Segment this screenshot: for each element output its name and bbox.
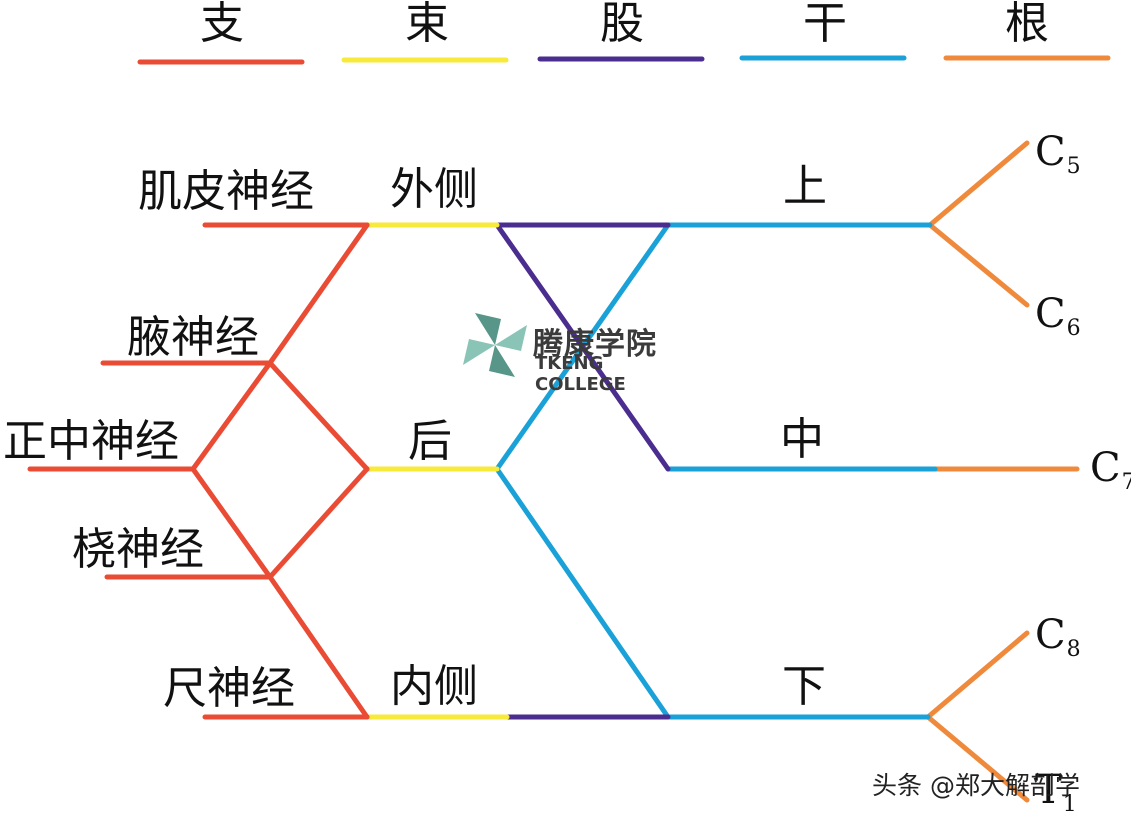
- trunk-label-upper: 上: [783, 161, 827, 212]
- watermark-chinese-text: 腾康学院: [533, 327, 657, 362]
- root-label-c6: C6: [1035, 291, 1081, 341]
- roots-lines: [925, 140, 1080, 803]
- branch-label-axillary: 腋神经: [127, 312, 259, 363]
- cords-lines: [364, 222, 510, 720]
- branch-label-radial: 桡神经: [72, 524, 204, 575]
- branch-label-musculocutaneous: 肌皮神经: [138, 166, 314, 217]
- root-label-c7: C7: [1090, 445, 1131, 495]
- branch-label-median: 正中神经: [3, 416, 179, 467]
- watermark-pinwheel-icon: [463, 313, 527, 377]
- watermark-logo: 腾康学院 TKENG COLLEGE: [455, 305, 695, 395]
- divisions-lines: [494, 222, 671, 720]
- trunk-label-lower: 下: [782, 661, 826, 712]
- branches-lines: [27, 222, 370, 720]
- cord-label-medial: 内侧: [390, 661, 478, 712]
- legend-label-root: 根: [1005, 0, 1049, 49]
- trunk-label-middle: 中: [780, 414, 824, 465]
- legend-label-division: 股: [600, 0, 644, 49]
- trunks-lines: [494, 222, 938, 720]
- branch-label-ulnar: 尺神经: [163, 663, 295, 714]
- legend-label-cord: 束: [405, 0, 449, 49]
- watermark-english-text: TKENG COLLEGE: [535, 353, 626, 395]
- legend-label-branch: 支: [200, 0, 244, 49]
- cord-label-lateral: 外侧: [390, 164, 478, 215]
- legend-label-trunk: 干: [803, 0, 847, 49]
- root-label-c8: C8: [1035, 612, 1081, 662]
- root-label-c5: C5: [1035, 129, 1081, 179]
- root-label-t1: T1: [1035, 767, 1077, 817]
- source-credit: 头条 @郑大解剖学: [872, 771, 1080, 800]
- cord-label-posterior: 后: [408, 416, 452, 467]
